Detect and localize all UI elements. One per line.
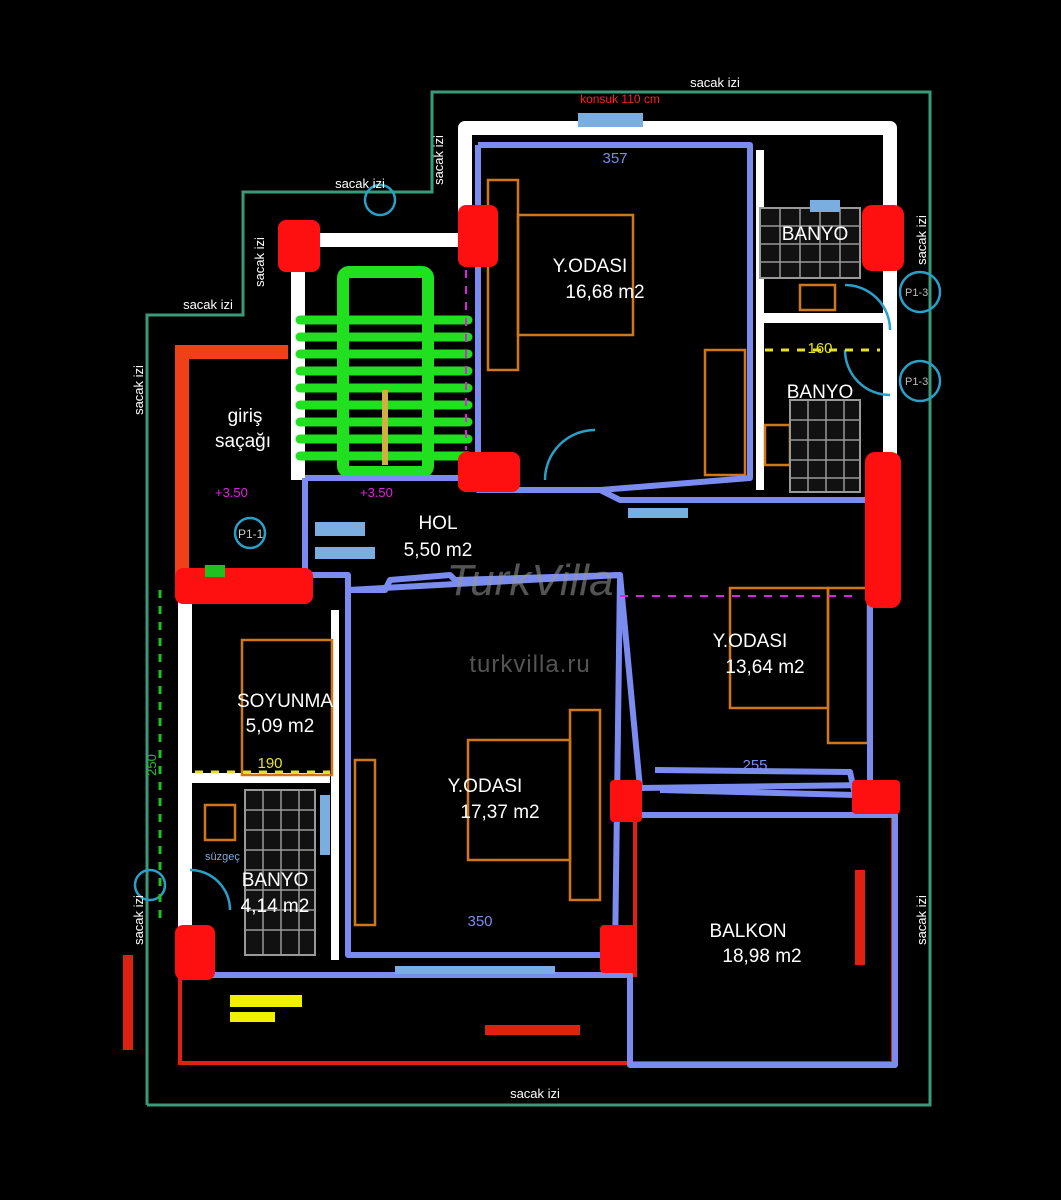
side-dimension: 250 bbox=[144, 754, 159, 776]
level-mark: +3.50 bbox=[215, 485, 248, 500]
room-dimension: 255 bbox=[742, 757, 767, 774]
eave-label: sacak izi bbox=[131, 365, 146, 415]
bed-icon bbox=[516, 213, 635, 337]
eave-label: sacak izi bbox=[914, 895, 929, 945]
room-dimension: 350 bbox=[467, 913, 492, 930]
room-name: Y.ODASI bbox=[553, 256, 628, 277]
room-area: 5,50 m2 bbox=[404, 540, 473, 561]
column-label: P1-1 bbox=[238, 527, 264, 541]
dimension-lines bbox=[158, 270, 880, 920]
sink-icon bbox=[798, 283, 837, 312]
eave-label: sacak izi bbox=[690, 75, 740, 90]
eave-label: sacak izi bbox=[510, 1086, 560, 1101]
room-dimension: 357 bbox=[602, 150, 627, 167]
wardrobe bbox=[703, 348, 747, 477]
bed-icon bbox=[826, 586, 870, 745]
drain-label: süzgeç bbox=[205, 851, 240, 863]
bed-icon bbox=[466, 738, 572, 862]
level-mark: +3.50 bbox=[360, 485, 393, 500]
room-name: BALKON bbox=[709, 921, 786, 942]
eave-label: sacak izi bbox=[431, 135, 446, 185]
watermark-url: turkvilla.ru bbox=[469, 651, 590, 678]
door-swings bbox=[133, 183, 942, 911]
bathroom-tiles bbox=[244, 207, 861, 956]
eave-label: sacak izi bbox=[131, 895, 146, 945]
column-label: P1-3 bbox=[905, 376, 928, 388]
room-area: 17,37 m2 bbox=[460, 802, 539, 823]
stairs bbox=[295, 266, 473, 478]
eave-label: sacak izi bbox=[914, 215, 929, 265]
room-dimension: 190 bbox=[257, 755, 282, 772]
bed-icon bbox=[728, 586, 830, 710]
eave-label: sacak izi bbox=[183, 297, 233, 312]
tile-lines bbox=[245, 208, 860, 955]
furniture bbox=[203, 178, 870, 927]
bed-icon bbox=[568, 708, 602, 902]
room-area: 18,98 m2 bbox=[722, 946, 801, 967]
room-name: BANYO bbox=[787, 382, 854, 403]
room-name: HOL bbox=[418, 513, 457, 534]
windows bbox=[205, 113, 840, 1022]
room-name: BANYO bbox=[242, 870, 309, 891]
sink-icon bbox=[203, 803, 237, 842]
room-name: SOYUNMA bbox=[237, 691, 333, 712]
walls bbox=[178, 121, 897, 960]
eave-line bbox=[145, 90, 932, 1107]
entrance-canopy bbox=[175, 345, 288, 590]
watermark-logo: TurkVilla bbox=[446, 556, 613, 605]
room-area: 16,68 m2 bbox=[565, 282, 644, 303]
eave-label: sacak izi bbox=[252, 237, 267, 287]
room-area: 5,09 m2 bbox=[246, 716, 315, 737]
room-name: Y.ODASI bbox=[713, 631, 788, 652]
entrance-canopy-label: giriş bbox=[228, 406, 263, 427]
wardrobe bbox=[353, 758, 377, 927]
room-name: Y.ODASI bbox=[448, 776, 523, 797]
room-dimension: 160 bbox=[807, 340, 832, 357]
column-label: P1-3 bbox=[905, 287, 928, 299]
room-area: 13,64 m2 bbox=[725, 657, 804, 678]
wardrobe bbox=[240, 638, 334, 777]
eave-label: sacak izi bbox=[335, 176, 385, 191]
sink-icon bbox=[763, 423, 792, 467]
columns bbox=[175, 205, 904, 980]
room-area: 4,14 m2 bbox=[241, 896, 310, 917]
room-name: BANYO bbox=[782, 224, 849, 245]
entrance-canopy-label: saçağı bbox=[215, 431, 271, 452]
top-note: konsuk 110 cm bbox=[580, 92, 660, 106]
